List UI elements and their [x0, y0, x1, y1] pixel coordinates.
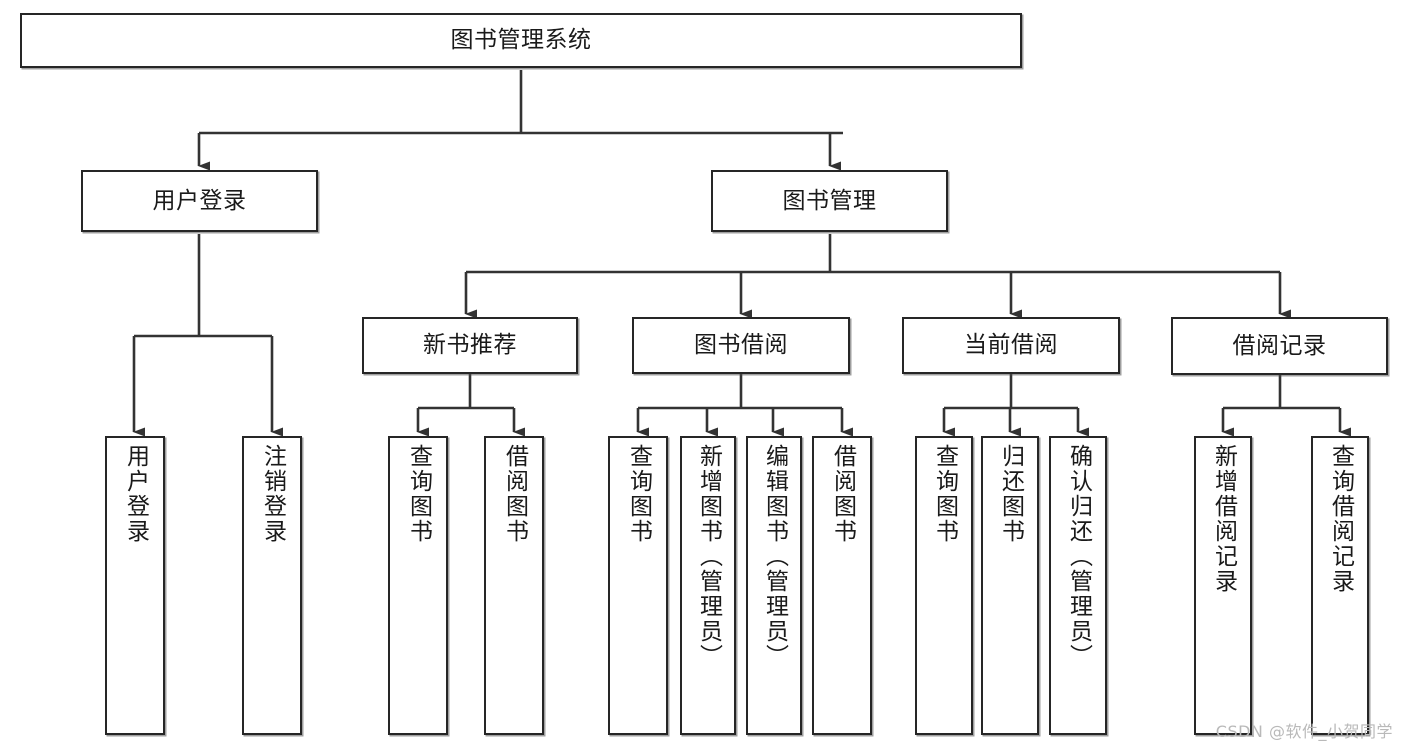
- node-user-login[interactable]: 用户登录: [81, 170, 318, 232]
- node-leaf-logout-login-label: 注销登录: [259, 444, 286, 544]
- node-borrow-record-label: 借阅记录: [1232, 332, 1327, 359]
- node-leaf-borrow-book-2-label: 借阅图书: [829, 444, 856, 544]
- node-root-label: 图书管理系统: [450, 27, 592, 54]
- node-leaf-add-book-admin-label: 新增图书（管理员）: [695, 444, 722, 669]
- node-leaf-query-book-2[interactable]: 查询图书: [608, 436, 668, 735]
- node-leaf-query-book-2-label: 查询图书: [625, 444, 652, 544]
- node-leaf-add-borrow-record[interactable]: 新增借阅记录: [1194, 436, 1252, 735]
- node-book-borrow[interactable]: 图书借阅: [632, 317, 850, 374]
- node-leaf-user-login[interactable]: 用户登录: [105, 436, 165, 735]
- node-current-borrow-label: 当前借阅: [964, 332, 1058, 359]
- csdn-watermark: CSDN @软件_小贺同学: [1215, 722, 1393, 741]
- node-new-book-recommend-label: 新书推荐: [423, 332, 517, 359]
- node-leaf-logout-login[interactable]: 注销登录: [242, 436, 302, 735]
- node-leaf-query-book-3[interactable]: 查询图书: [915, 436, 973, 735]
- node-leaf-borrow-book-1-label: 借阅图书: [501, 444, 528, 544]
- node-leaf-add-borrow-record-label: 新增借阅记录: [1210, 444, 1237, 594]
- node-leaf-query-borrow-record[interactable]: 查询借阅记录: [1311, 436, 1369, 735]
- node-leaf-return-book-label: 归还图书: [997, 444, 1024, 544]
- node-book-management-label: 图书管理: [782, 187, 877, 214]
- node-leaf-edit-book-admin[interactable]: 编辑图书（管理员）: [746, 436, 802, 735]
- node-root[interactable]: 图书管理系统: [20, 13, 1022, 68]
- node-leaf-confirm-return-admin[interactable]: 确认归还（管理员）: [1049, 436, 1107, 735]
- node-new-book-recommend[interactable]: 新书推荐: [362, 317, 578, 374]
- node-user-login-label: 用户登录: [152, 187, 247, 214]
- node-borrow-record[interactable]: 借阅记录: [1171, 317, 1388, 375]
- node-book-borrow-label: 图书借阅: [694, 332, 788, 359]
- node-leaf-query-book-1[interactable]: 查询图书: [388, 436, 448, 735]
- node-leaf-edit-book-admin-label: 编辑图书（管理员）: [761, 444, 788, 669]
- node-leaf-add-book-admin[interactable]: 新增图书（管理员）: [680, 436, 736, 735]
- node-leaf-borrow-book-2[interactable]: 借阅图书: [812, 436, 872, 735]
- node-book-management[interactable]: 图书管理: [711, 170, 948, 232]
- node-leaf-query-book-3-label: 查询图书: [931, 444, 958, 544]
- node-leaf-confirm-return-admin-label: 确认归还（管理员）: [1065, 444, 1092, 669]
- node-leaf-query-borrow-record-label: 查询借阅记录: [1327, 444, 1354, 594]
- node-current-borrow[interactable]: 当前借阅: [902, 317, 1120, 374]
- node-leaf-user-login-label: 用户登录: [122, 444, 149, 544]
- node-leaf-query-book-1-label: 查询图书: [405, 444, 432, 544]
- node-leaf-return-book[interactable]: 归还图书: [981, 436, 1039, 735]
- node-leaf-borrow-book-1[interactable]: 借阅图书: [484, 436, 544, 735]
